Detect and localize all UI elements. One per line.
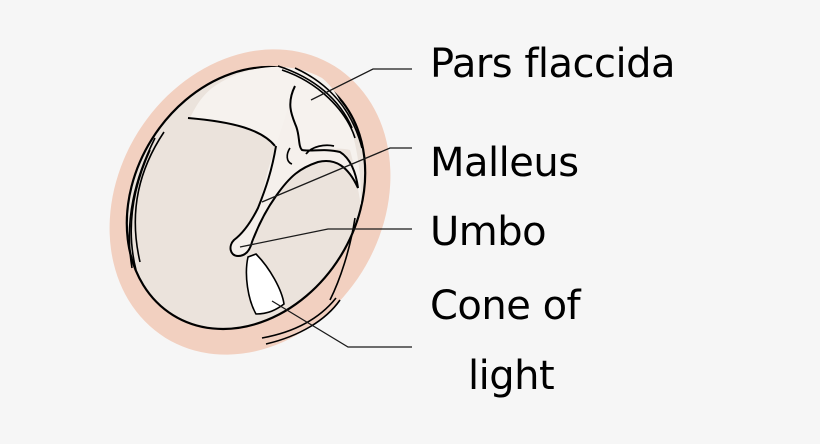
leader-umbo xyxy=(239,228,412,248)
leader-lines xyxy=(239,68,412,348)
label-pars-flaccida: Pars flaccida xyxy=(430,41,676,87)
leader-pars-flaccida xyxy=(310,68,412,101)
pars-flaccida-region xyxy=(190,66,362,206)
label-cone-of-light-line1: Cone of xyxy=(430,283,581,329)
label-malleus: Malleus xyxy=(430,140,579,186)
malleus-shape xyxy=(229,85,359,258)
rim-strokes xyxy=(128,65,363,345)
leader-malleus xyxy=(261,147,412,203)
cone-of-light-shape xyxy=(245,253,285,315)
pars-flaccida-boundary xyxy=(187,117,276,147)
leader-cone-of-light xyxy=(271,300,412,348)
label-umbo: Umbo xyxy=(430,209,547,255)
label-cone-of-light-line2: light xyxy=(468,353,555,399)
